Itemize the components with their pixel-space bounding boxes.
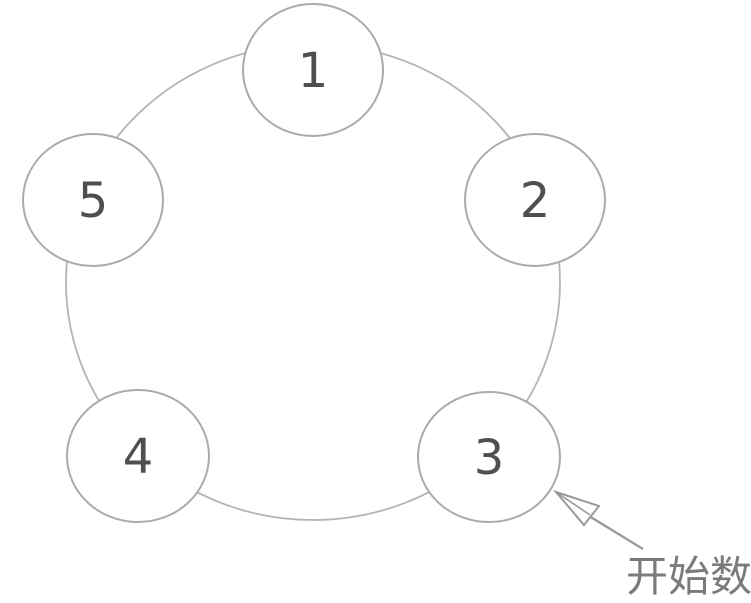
- node-2-circle: [464, 133, 606, 267]
- start-counting-label: 开始数: [626, 552, 751, 601]
- node-4: 4: [66, 389, 210, 523]
- node-1: 1: [242, 3, 384, 137]
- start-arrow: [552, 489, 644, 551]
- node-2: 2: [464, 133, 606, 267]
- node-5: 5: [22, 133, 164, 267]
- node-3-label: 3: [474, 430, 505, 486]
- node-1-circle: [242, 3, 384, 137]
- node-3: 3: [417, 391, 561, 523]
- arrow-head-icon: [552, 489, 601, 527]
- node-2-label: 2: [520, 173, 551, 229]
- node-1-label: 1: [298, 43, 329, 99]
- arrow-head-crease: [555, 491, 591, 516]
- node-3-circle: [417, 391, 561, 523]
- node-4-label: 4: [123, 429, 154, 485]
- node-5-circle: [22, 133, 164, 267]
- node-5-label: 5: [78, 173, 109, 229]
- node-4-circle: [66, 389, 210, 523]
- arrow-shaft: [588, 514, 644, 551]
